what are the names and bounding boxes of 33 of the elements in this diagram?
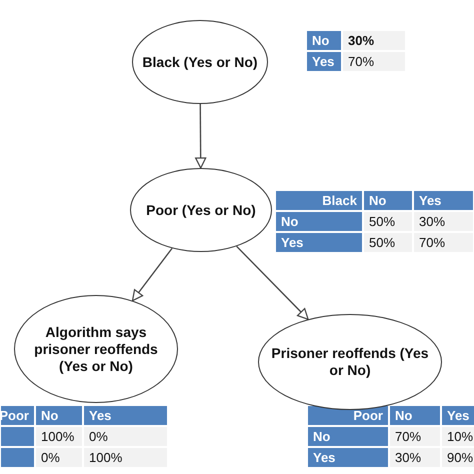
table-cell: 70% [389, 426, 441, 447]
table-cell: 100% [35, 426, 83, 447]
node-label: Black (Yes or No) [141, 54, 259, 70]
table-cell: 100% [83, 447, 168, 468]
table-header-cell: No [363, 190, 413, 211]
arrow [132, 248, 173, 302]
node-label: Algorithm says prisoner reoffends (Yes or No) [33, 324, 159, 374]
row-header-cell: No [306, 30, 342, 51]
table-cell: 30% [342, 30, 406, 51]
table-cell: 70% [342, 51, 406, 72]
table-cell: 30% [413, 211, 474, 232]
table-cell: 50% [363, 232, 413, 253]
node-label: Poor (Yes or No) [145, 202, 257, 218]
table-header-cell: No [35, 405, 83, 426]
table-cell: 0% [35, 447, 83, 468]
table-cell: 90% [441, 447, 474, 468]
table-header-cell: Yes [441, 405, 474, 426]
table-cell: 0% [83, 426, 168, 447]
row-header-cell: No [275, 211, 363, 232]
row-header-cell: Yes [275, 232, 363, 253]
row-header-cell: No [307, 426, 389, 447]
row-header-cell: Yes [307, 447, 389, 468]
row-header-cell: Yes [306, 51, 342, 72]
arrow [236, 246, 309, 320]
table-cell: 10% [441, 426, 474, 447]
table-cell: 70% [413, 232, 474, 253]
arrow [195, 104, 206, 169]
table-header-cell: Black [275, 190, 363, 211]
table-cell: 30% [389, 447, 441, 468]
table-header-cell: Yes [413, 190, 474, 211]
node-label: Prisoner reoffends (Yes or No) [270, 345, 430, 379]
table-cell: 50% [363, 211, 413, 232]
table-header-cell: Yes [83, 405, 168, 426]
